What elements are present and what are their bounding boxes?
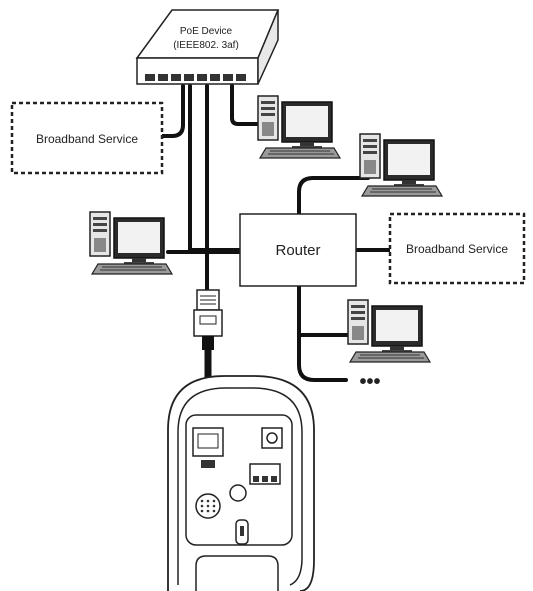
camera-housing-icon xyxy=(167,375,315,591)
computer-icon xyxy=(359,133,443,197)
router: Router xyxy=(239,213,357,287)
poe-device: PoE Device (IEEE802. 3af) xyxy=(135,9,280,85)
connection-lines xyxy=(160,84,392,382)
broadband-service-right: Broadband Service xyxy=(388,212,526,285)
poe-device-standard: (IEEE802. 3af) xyxy=(173,40,239,51)
poe-device-label: PoE Device xyxy=(180,26,233,37)
broadband-service-left: Broadband Service xyxy=(10,101,164,175)
computer-icon xyxy=(89,211,173,275)
computer-icon xyxy=(257,95,341,159)
more-devices-indicator: ••• xyxy=(359,371,380,393)
rj45-connector-icon xyxy=(193,289,223,350)
broadband-right-label: Broadband Service xyxy=(406,242,508,256)
computer-icon xyxy=(347,299,431,363)
broadband-left-label: Broadband Service xyxy=(36,132,138,146)
router-label: Router xyxy=(275,242,320,259)
